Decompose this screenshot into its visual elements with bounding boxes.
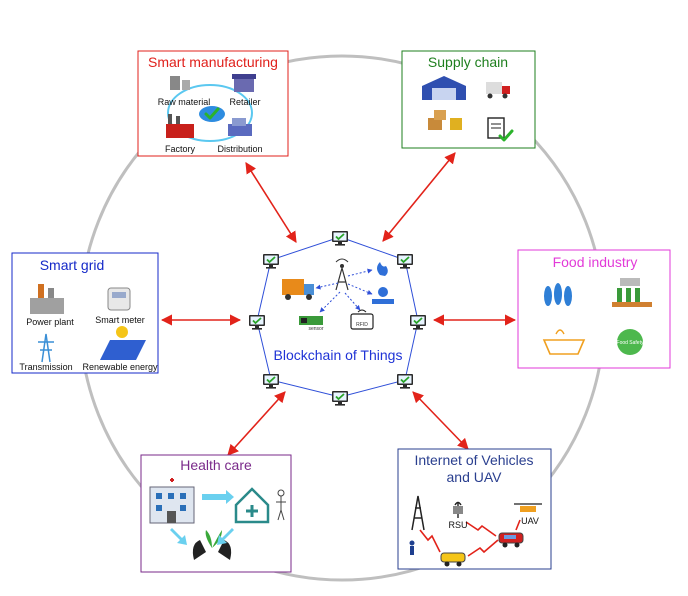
blockchain-network: sensor RFID Blockchain of Things	[248, 230, 427, 407]
node-monitor-icon	[262, 253, 280, 270]
food-industry-title: Food industry	[553, 254, 638, 270]
food-safety-apple-icon: Food Safety	[617, 329, 644, 355]
cycle-arrow-icon	[167, 84, 253, 142]
hospital-icon	[149, 478, 195, 524]
gateway-antenna-icon	[335, 258, 349, 291]
supply-chain-box: Supply chain	[401, 50, 536, 149]
smart-manufacturing-box: Smart manufacturing Raw material Retaile…	[137, 50, 289, 157]
arrow-health-care	[227, 391, 286, 456]
health-care-title: Health care	[180, 457, 252, 473]
rfid-label: RFID	[356, 322, 368, 328]
vehicles-uav-box: Internet of Vehicles and UAV	[397, 448, 552, 570]
uav-drone-icon	[514, 503, 542, 512]
care-cycle-arrows	[170, 490, 234, 545]
food-safety-badge: Food Safety	[617, 340, 644, 346]
node-monitor-icon	[331, 230, 349, 247]
food-industry-box: Food industry Food Safety	[517, 249, 671, 369]
yellow-car-icon	[440, 552, 466, 567]
wheat-icon	[544, 283, 572, 306]
forklift-boxes-icon	[428, 110, 462, 130]
retailer-label: Retailer	[229, 97, 260, 107]
rsu-antenna-icon	[453, 501, 463, 518]
smart-grid-title: Smart grid	[40, 257, 105, 273]
patient-figure-icon	[276, 489, 286, 521]
health-care-box: Health care	[140, 454, 292, 573]
production-line-icon	[612, 278, 652, 307]
node-monitor-icon	[409, 314, 427, 331]
person-icon	[409, 540, 415, 555]
power-plant-label: Power plant	[26, 317, 74, 327]
renewable-energy-label: Renewable energy	[82, 362, 158, 372]
home-care-icon	[234, 487, 270, 524]
power-plant-icon	[30, 284, 64, 314]
smart-meter-icon	[107, 287, 131, 311]
transmission-label: Transmission	[19, 362, 72, 372]
cell-tower-icon	[411, 495, 425, 531]
arrow-vehicles	[412, 391, 469, 450]
node-monitor-icon	[331, 390, 349, 407]
smart-manufacturing-title: Smart manufacturing	[148, 54, 278, 70]
vehicles-title-line1: Internet of Vehicles	[414, 452, 533, 468]
factory-icon	[166, 114, 194, 138]
node-monitor-icon	[248, 314, 266, 331]
node-monitor-icon	[396, 253, 414, 270]
transmission-tower-icon	[38, 333, 54, 363]
arrow-manufacturing	[245, 162, 297, 243]
truck-icon	[282, 279, 314, 300]
node-monitor-icon	[396, 373, 414, 390]
raw-material-label: Raw material	[158, 97, 211, 107]
fire-icon	[377, 262, 388, 276]
wireless-link-bolts	[419, 519, 521, 557]
warehouse-icon	[422, 76, 466, 100]
distribution-label: Distribution	[217, 144, 262, 154]
supply-chain-title: Supply chain	[428, 54, 508, 70]
raw-material-icon	[170, 76, 190, 90]
rfid-icon: RFID	[350, 309, 374, 330]
caring-hands-plant-icon	[192, 530, 232, 560]
cloud-check-icon	[199, 106, 225, 122]
sensor-icon: sensor	[299, 316, 324, 332]
uav-label: UAV	[521, 516, 539, 526]
distribution-icon	[228, 118, 252, 136]
factory-label: Factory	[165, 144, 196, 154]
solar-panel-icon	[100, 326, 146, 360]
retailer-icon	[232, 74, 256, 92]
document-check-icon	[487, 117, 514, 142]
food-bowl-icon	[542, 329, 586, 355]
vehicles-title-line2: and UAV	[447, 469, 503, 485]
rsu-label: RSU	[448, 520, 467, 530]
node-monitor-icon	[262, 373, 280, 390]
delivery-truck-icon	[486, 82, 510, 99]
smart-meter-label: Smart meter	[95, 315, 145, 325]
red-car-icon	[498, 532, 524, 548]
valve-icon	[372, 287, 394, 304]
smart-grid-box: Smart grid Power plant Smart meter Trans…	[11, 252, 159, 374]
center-title: Blockchain of Things	[274, 347, 403, 363]
arrow-supply-chain	[382, 152, 456, 242]
sensor-label: sensor	[308, 326, 323, 332]
connector-arrows	[160, 152, 517, 456]
